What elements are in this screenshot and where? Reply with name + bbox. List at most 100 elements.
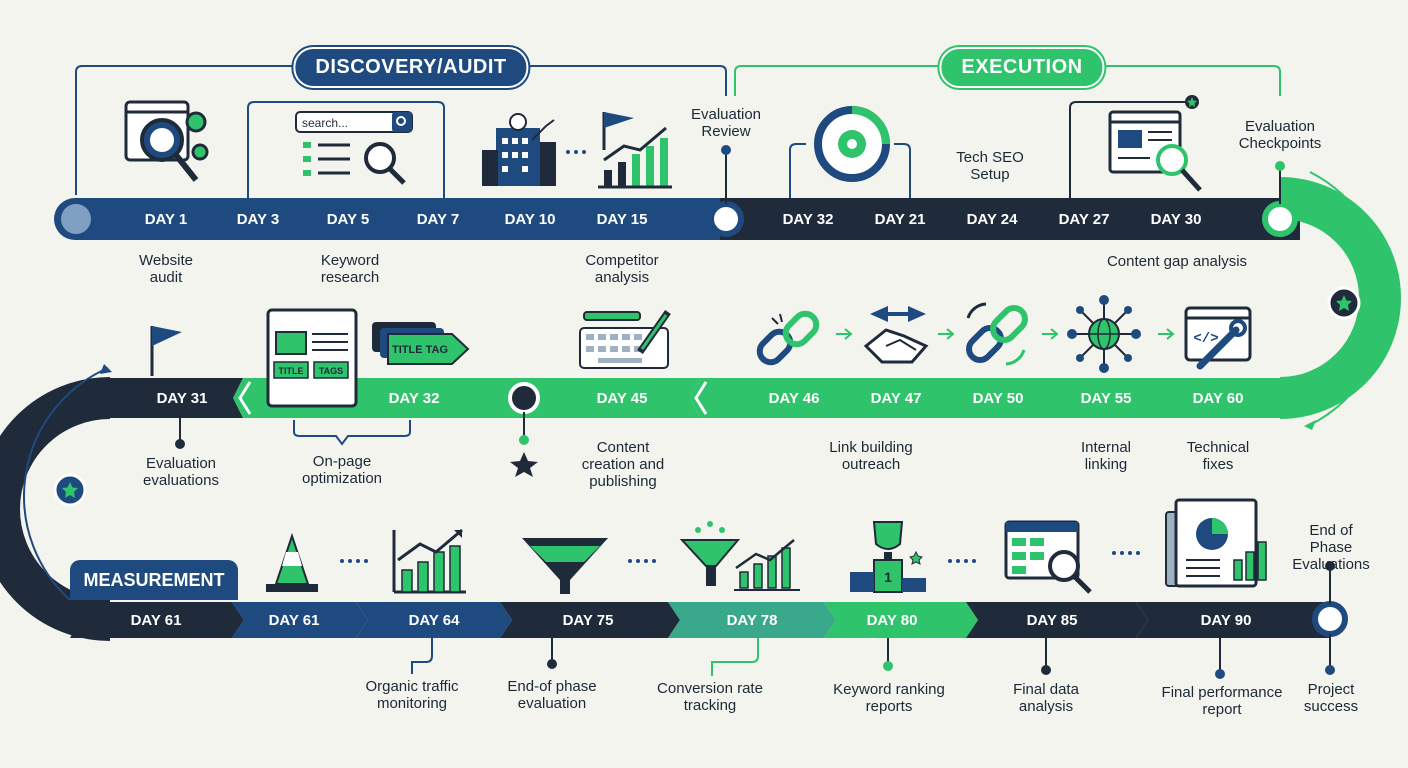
start-node <box>61 204 91 234</box>
day-label: DAY 55 <box>1081 390 1132 407</box>
day-label: DAY 60 <box>1193 390 1244 407</box>
funnel-chart-icon <box>679 521 800 591</box>
content-creation-label: Content creation and publishing <box>581 439 665 490</box>
spreadsheet-icon <box>1004 520 1140 594</box>
funnel-icon <box>522 538 656 594</box>
day-label: DAY 1 <box>145 211 188 228</box>
row1-track <box>54 198 1300 240</box>
measurement-phase-badge: MEASUREMENT <box>70 560 238 600</box>
report-icon <box>1165 498 1267 588</box>
day-label: DAY 10 <box>505 211 556 228</box>
link-building-label: Link building outreach <box>829 439 913 473</box>
day-label: DAY 32 <box>389 390 440 407</box>
keyword-research-label: Keyword research <box>320 252 380 286</box>
evaluation-evaluations-label: Evaluation evaluations <box>143 455 219 489</box>
project-success-label: Project success <box>1303 681 1359 715</box>
search-placeholder: search... <box>302 116 348 130</box>
day-label: DAY 24 <box>967 211 1019 228</box>
tag-tags-label: TAGS <box>319 366 343 376</box>
svg-text:</>: </> <box>1193 331 1218 347</box>
day-label: DAY 3 <box>237 211 280 228</box>
arrow-icon <box>1042 328 1059 340</box>
tag-title-label: TITLE <box>279 366 304 376</box>
day-label: DAY 80 <box>867 612 918 629</box>
keyword-research-icon: search... <box>247 101 445 198</box>
arrow-icon <box>1158 328 1175 340</box>
end-of-phase-evaluation-label: End-of phase evaluation <box>507 678 597 712</box>
final-data-label: Final data analysis <box>1013 681 1079 715</box>
evaluation-review-label: Evaluation Review <box>690 106 762 140</box>
technical-fixes-label: Technical fixes <box>1186 439 1250 473</box>
day-label: DAY 32 <box>783 211 834 228</box>
day-label: DAY 61 <box>131 612 182 629</box>
target-gear-icon <box>789 106 911 198</box>
star-icon <box>1336 295 1352 311</box>
arrow-icon <box>938 328 955 340</box>
content-gap-icon <box>1069 95 1202 198</box>
evaluation-checkpoints-node <box>1262 201 1298 237</box>
day-label: DAY 31 <box>157 390 208 407</box>
tech-seo-setup-label: Tech SEO Setup <box>956 149 1024 183</box>
onpage-optimization-label: On-page optimization <box>301 453 383 487</box>
flag-icon <box>150 326 182 376</box>
left-curve <box>0 364 112 641</box>
handshake-icon <box>863 306 929 364</box>
day-label: DAY 90 <box>1201 612 1252 629</box>
link-icon <box>756 310 820 366</box>
traffic-cone-icon <box>266 532 368 592</box>
day-label: DAY 64 <box>409 612 461 629</box>
star-icon <box>62 482 78 498</box>
flag-chart-icon <box>598 112 672 189</box>
evaluation-checkpoints-label: Evaluation Checkpoints <box>1238 118 1322 152</box>
day-label: DAY 50 <box>973 390 1024 407</box>
onpage-icon: TITLE TAGS <box>266 308 411 446</box>
right-curve <box>1279 171 1401 430</box>
keyword-ranking-label: Keyword ranking reports <box>833 681 945 715</box>
day-label: DAY 27 <box>1059 211 1110 228</box>
content-gap-analysis-label: Content gap analysis <box>1106 253 1248 270</box>
end-of-phase-evaluations-label: End of Phase Evaluations <box>1292 522 1370 573</box>
final-performance-label: Final performance report <box>1161 684 1283 718</box>
discovery-bracket <box>75 65 727 195</box>
chain-cycle-icon <box>966 302 1028 366</box>
competitor-analysis-label: Competitor analysis <box>585 252 659 286</box>
conversion-rate-label: Conversion rate tracking <box>657 680 763 714</box>
colored-connectors <box>411 638 893 676</box>
day-label: DAY 45 <box>597 390 648 407</box>
arrow-icon <box>836 328 853 340</box>
day-label: DAY 5 <box>327 211 370 228</box>
website-audit-label: Website audit <box>139 252 193 286</box>
keyboard-icon <box>579 309 671 369</box>
row3-track <box>70 601 1348 638</box>
row3-day-labels: DAY 61 DAY 61 DAY 64 DAY 75 DAY 78 DAY 8… <box>131 612 1252 629</box>
day-label: DAY 30 <box>1151 211 1202 228</box>
day-label: DAY 75 <box>563 612 614 629</box>
day-label: DAY 21 <box>875 211 926 228</box>
svg-text:1: 1 <box>884 569 892 585</box>
row2-track <box>96 378 1282 418</box>
building-icon <box>482 113 586 186</box>
code-wrench-icon: </> <box>1184 306 1252 370</box>
day-label: DAY 15 <box>597 211 648 228</box>
day-label: DAY 47 <box>871 390 922 407</box>
day-label: DAY 85 <box>1027 612 1078 629</box>
network-globe-icon <box>1067 295 1141 373</box>
day-label: DAY 78 <box>727 612 778 629</box>
internal-linking-label: Internal linking <box>1080 439 1132 473</box>
evaluation-review-node <box>708 201 744 237</box>
day-label: DAY 46 <box>769 390 820 407</box>
organic-traffic-label: Organic traffic monitoring <box>365 678 459 712</box>
day-label: DAY 61 <box>269 612 320 629</box>
trophy-podium-icon: 1 <box>850 521 976 593</box>
title-tag-icon: TITLE TAG <box>372 322 470 365</box>
website-audit-icon <box>124 100 209 182</box>
execution-phase-badge: EXECUTION <box>939 47 1105 88</box>
row2-day-labels: DAY 31 DAY 32 DAY 45 DAY 46 DAY 47 DAY 5… <box>157 390 1244 407</box>
growth-chart-icon <box>392 528 466 594</box>
execution-bracket <box>734 65 1281 96</box>
day-label: DAY 7 <box>417 211 460 228</box>
row2-node <box>508 382 540 414</box>
title-tag-label: TITLE TAG <box>392 344 448 356</box>
connector-dots <box>175 145 1335 679</box>
